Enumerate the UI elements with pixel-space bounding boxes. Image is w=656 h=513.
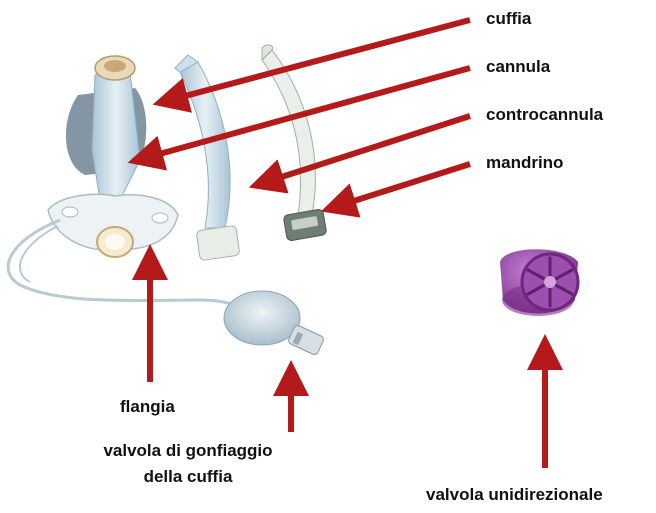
arrow-mandrino <box>338 164 470 206</box>
one-way-valve <box>500 249 578 316</box>
label-valvola-gonfiaggio-2: della cuffia <box>98 466 278 488</box>
inner-cannula-connector <box>196 225 240 260</box>
label-valvola-gonfiaggio-1: valvola di gonfiaggio <box>98 440 278 462</box>
label-flangia: flangia <box>120 396 175 418</box>
tracheostomy-tube <box>8 56 325 356</box>
arrow-cuffia <box>170 20 470 100</box>
label-cuffia: cuffia <box>486 8 531 30</box>
label-cannula: cannula <box>486 56 550 78</box>
pilot-balloon <box>224 291 300 345</box>
label-controcannula: controcannula <box>486 104 603 126</box>
label-mandrino: mandrino <box>486 152 563 174</box>
label-valvola-unidirezionale: valvola unidirezionale <box>426 484 603 506</box>
